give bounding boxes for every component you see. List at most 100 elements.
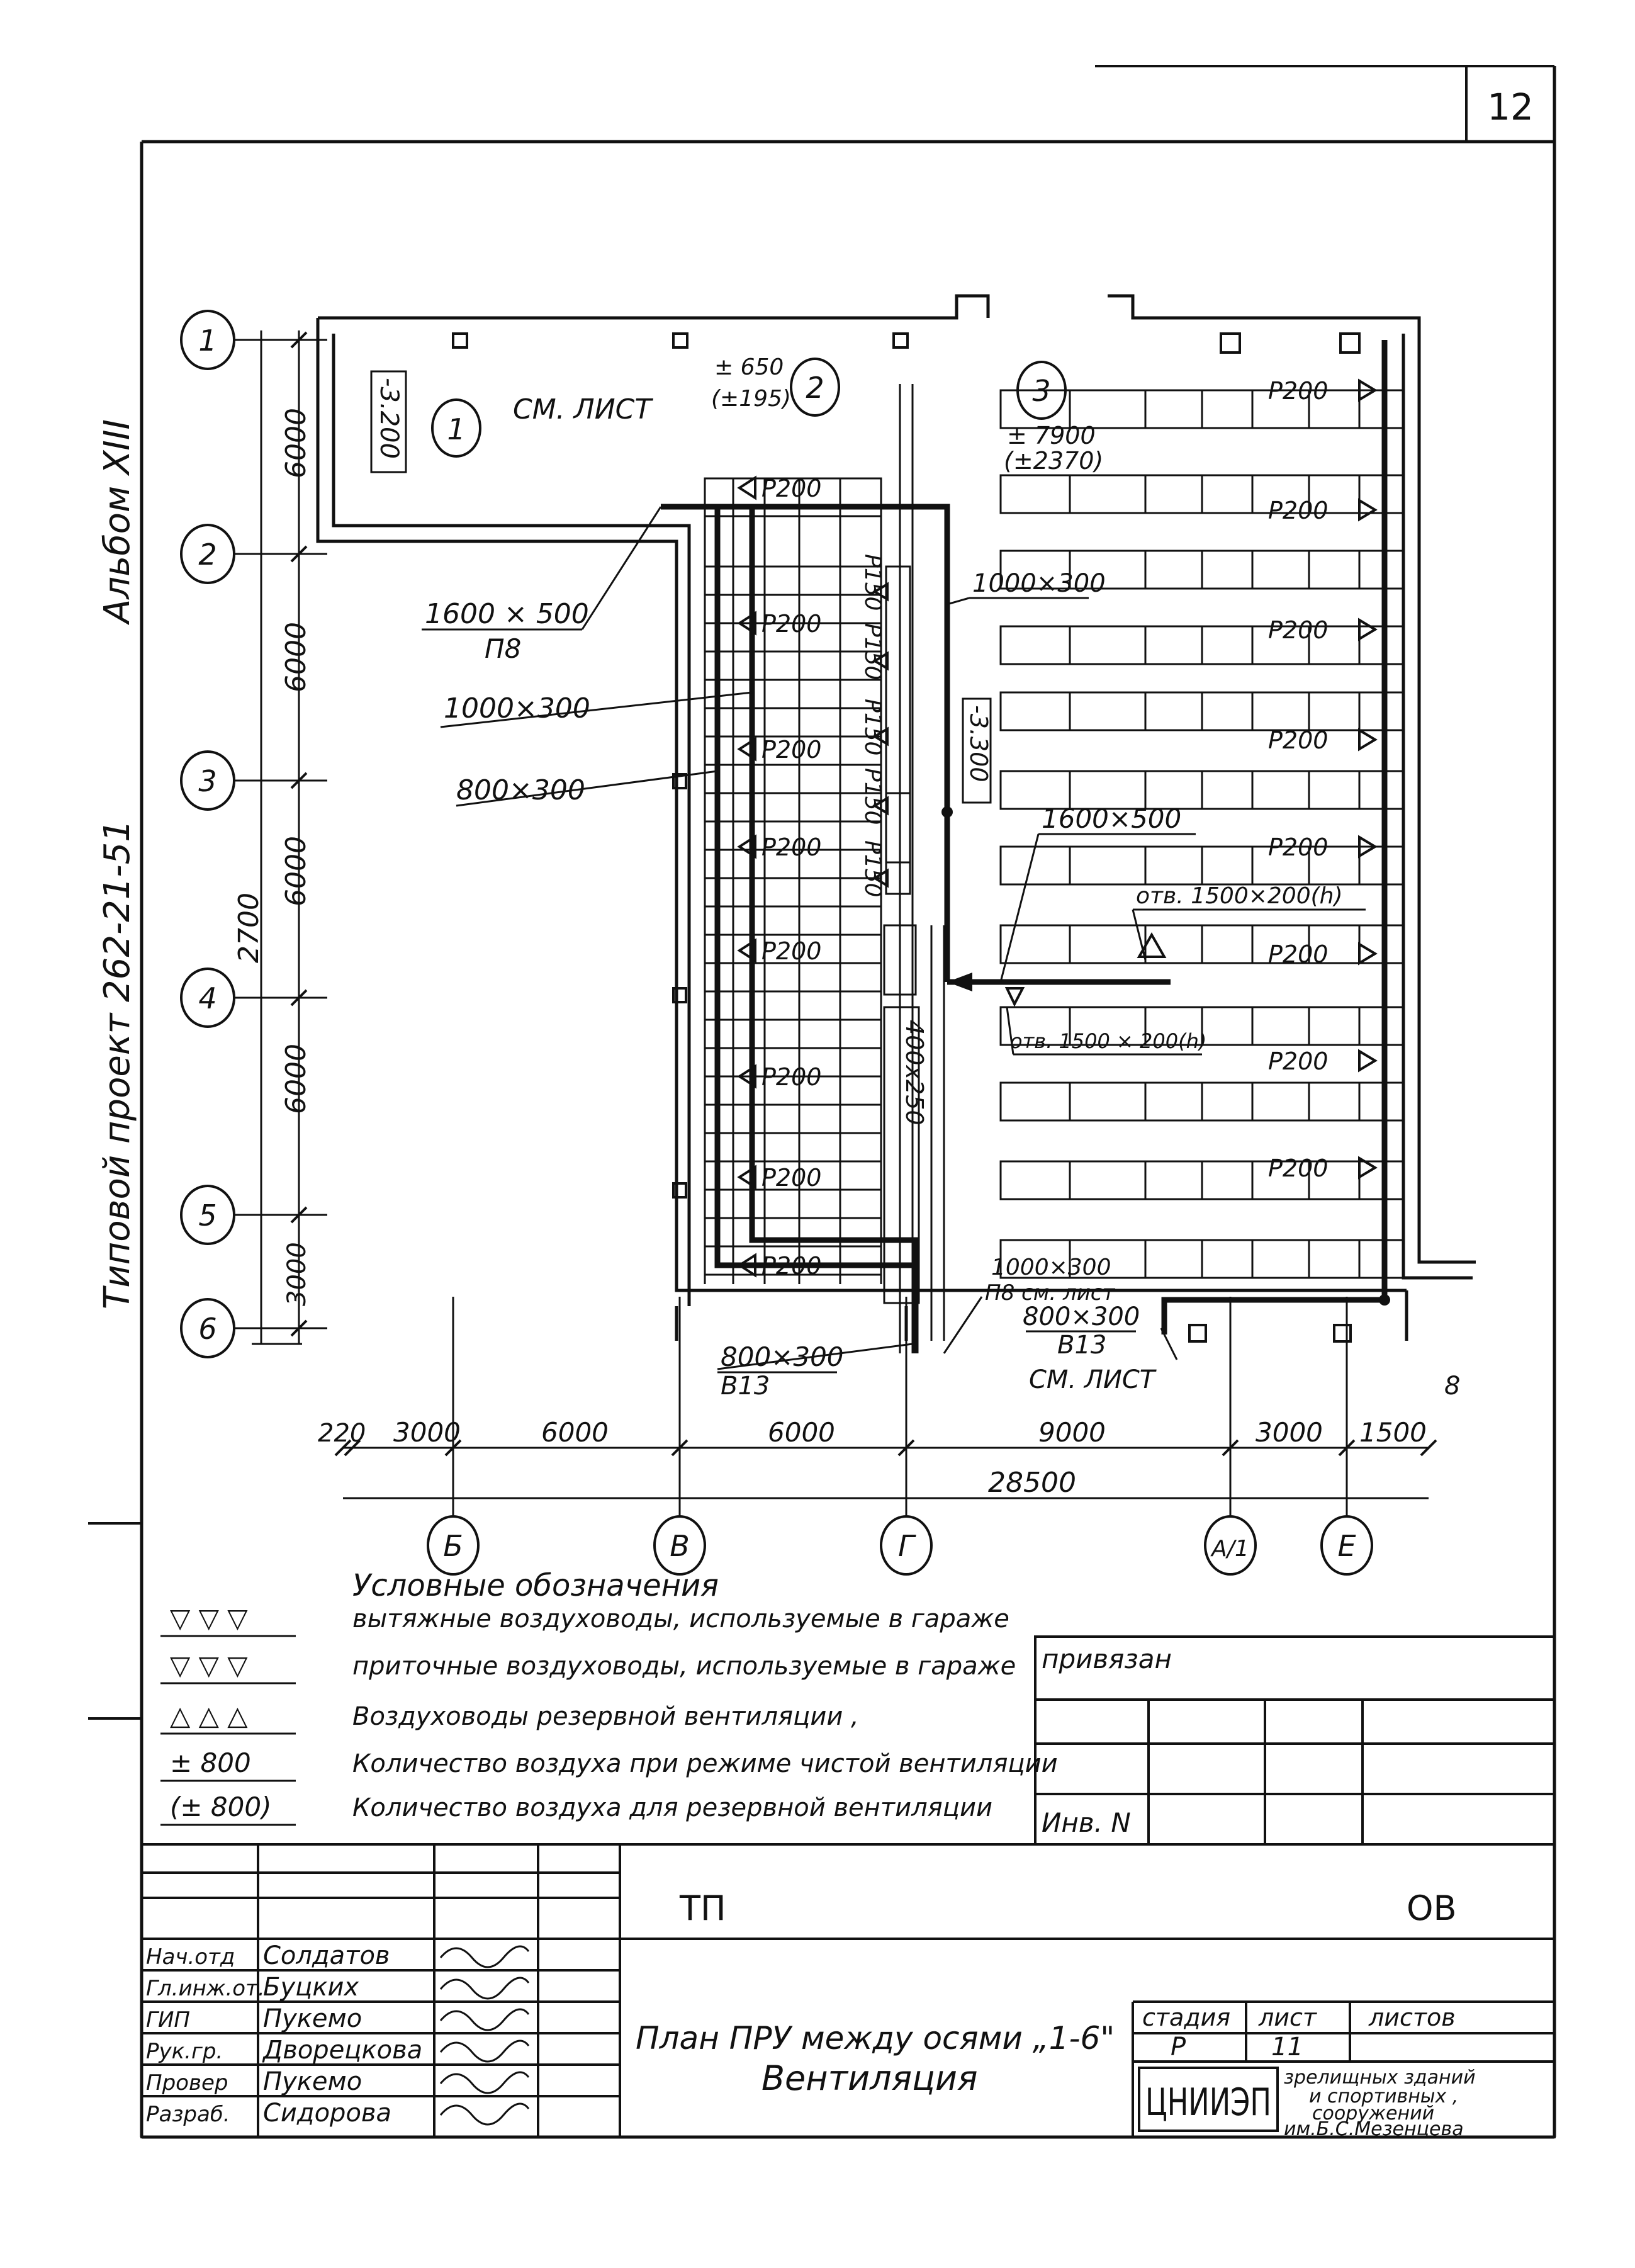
grille-triangle [1358, 1156, 1378, 1180]
legend-text: Воздуховоды резервной вентиляции , [352, 1702, 859, 1731]
dim-vertical-1: 6000 [280, 408, 312, 478]
signature-scribble [439, 2071, 530, 2094]
grille-label-p200: Р200 [1268, 497, 1328, 524]
room3-air-reserve: (±2370) [1004, 447, 1103, 475]
opening-1: отв. 1500×200(h) [1136, 883, 1343, 909]
grille-triangle [737, 475, 756, 500]
level-left: -3.200 [374, 378, 403, 459]
grille-triangle [1358, 1049, 1378, 1073]
grille-triangle [872, 796, 889, 816]
signatory-name: Дворецкова [262, 2036, 422, 2065]
grille-label-p150: Р150 [860, 768, 885, 825]
legend-symbol: ▽ ▽ ▽ [170, 1603, 248, 1633]
plan-walls [316, 294, 1476, 1341]
grille-label-p200: Р200 [761, 1252, 821, 1280]
duct-shaft-center [883, 384, 945, 1353]
title-block-frame [140, 1843, 1556, 2138]
role-label: Рук.гр. [146, 2039, 223, 2064]
grille-label-p150: Р150 [860, 554, 885, 611]
legend-symbol: ± 800 [170, 1747, 251, 1778]
grille-label-p150: Р150 [860, 840, 885, 897]
dimension-tick [290, 772, 308, 789]
signatory-name: Буцких [263, 1973, 359, 2002]
column-axis-bubble [1204, 1515, 1257, 1576]
row-axis-label: 2 [198, 538, 216, 572]
stage-value: Р [1171, 2033, 1186, 2062]
dim-end-mark: 8 [1444, 1372, 1460, 1401]
grille-label-p150: Р150 [860, 699, 885, 755]
grille-triangle [1358, 728, 1378, 752]
row-axis-label: 3 [198, 764, 216, 798]
dimension-tick [334, 1439, 352, 1457]
legend-text: приточные воздуховоды, используемые в га… [352, 1652, 1016, 1681]
flow-arrow [947, 973, 972, 991]
signature-scribble [439, 1945, 530, 1968]
grille-triangle [737, 938, 756, 963]
grille-triangle [737, 1064, 756, 1089]
column-axis-bubble [880, 1515, 933, 1576]
grille-label-p200: Р200 [761, 736, 821, 764]
row-axis-label: 5 [198, 1199, 216, 1233]
level-mid: -3.300 [965, 705, 992, 782]
duct-1000x300-center: 1000×300 [972, 569, 1106, 598]
dim-vertical-2: 6000 [280, 622, 312, 692]
duct-1000x300-bottom: 1000×300 [991, 1255, 1111, 1280]
dim-vertical-total: 2700 [233, 893, 265, 963]
dimension-tick [444, 1439, 462, 1457]
duct-800x300-bottom-left: 800×300 [721, 1341, 844, 1372]
grille-label-p200: Р200 [1268, 940, 1328, 968]
grille-label-p200: Р200 [1268, 377, 1328, 405]
sheets-label: листов [1368, 2004, 1456, 2031]
grille-triangle [1358, 618, 1378, 641]
signature-scribble [439, 2040, 530, 2063]
doc-code-right: ОВ [1407, 1888, 1457, 1928]
signatory-name: Солдатов [263, 1941, 390, 1970]
side-project-text: Типовой проект 262-21-51 [97, 820, 138, 1309]
dim-vertical-3: 6000 [280, 836, 312, 906]
column-axis-label: А/1 [1210, 1536, 1249, 1562]
grille-triangle [1358, 498, 1378, 522]
gallery-grid-left [704, 477, 882, 1284]
dim-vertical-4: 6000 [280, 1044, 312, 1114]
see-sheet-bottom: СМ. ЛИСТ [1029, 1365, 1157, 1394]
dim-h-9000: 9000 [1038, 1417, 1106, 1448]
grille-label-p200: Р200 [761, 937, 821, 965]
room-2-label: 2 [806, 371, 824, 405]
dim-h-1500: 1500 [1359, 1417, 1427, 1448]
signatory-name: Пукемо [263, 2004, 362, 2033]
level-mark-box [962, 697, 992, 804]
dim-h-total: 28500 [988, 1467, 1076, 1499]
room3-air-clean: ± 7900 [1007, 422, 1096, 449]
side-album-text: Альбом XIII [97, 419, 138, 625]
grille-triangle [872, 582, 889, 602]
role-label: ГИП [146, 2007, 190, 2033]
grille-label-p200: Р200 [761, 1164, 821, 1192]
duct-1600x500: 1600 × 500 [425, 598, 589, 630]
drawing-title-line1: План ПРУ между осями „1-6" [636, 2020, 1115, 2056]
signature-scribble [439, 2008, 530, 2031]
dimension-tick [290, 1206, 308, 1224]
duct-400x250: 400х250 [901, 1020, 928, 1126]
grille-triangle [737, 1253, 756, 1278]
grille-triangle [737, 834, 756, 859]
approval-bound: привязан [1042, 1644, 1172, 1674]
duct-1000x300-left: 1000×300 [444, 692, 590, 725]
duct-tag-b13-right: В13 [1057, 1331, 1106, 1360]
grille-label-p200: Р200 [761, 610, 821, 638]
role-label: Нач.отд [146, 1944, 235, 1970]
room-3-label: 3 [1032, 374, 1050, 408]
row-axis-label: 4 [198, 981, 216, 1015]
dim-vertical-5: 3000 [283, 1242, 312, 1306]
grille-label-p200: Р200 [1268, 1154, 1328, 1182]
legend-text: вытяжные воздуховоды, используемые в гар… [352, 1605, 1009, 1633]
dimension-tick [290, 331, 308, 349]
org-logo-text: ЦНИИЭП [1145, 2080, 1271, 2124]
opening-2: отв. 1500 × 200(h) [1010, 1029, 1206, 1053]
duct-tag-p8-see: П8 см. лист [985, 1280, 1115, 1306]
grille-triangle [737, 611, 756, 636]
dimension-tick [897, 1439, 915, 1457]
grille-triangle [1358, 378, 1378, 402]
column-axis-bubble [427, 1515, 480, 1576]
